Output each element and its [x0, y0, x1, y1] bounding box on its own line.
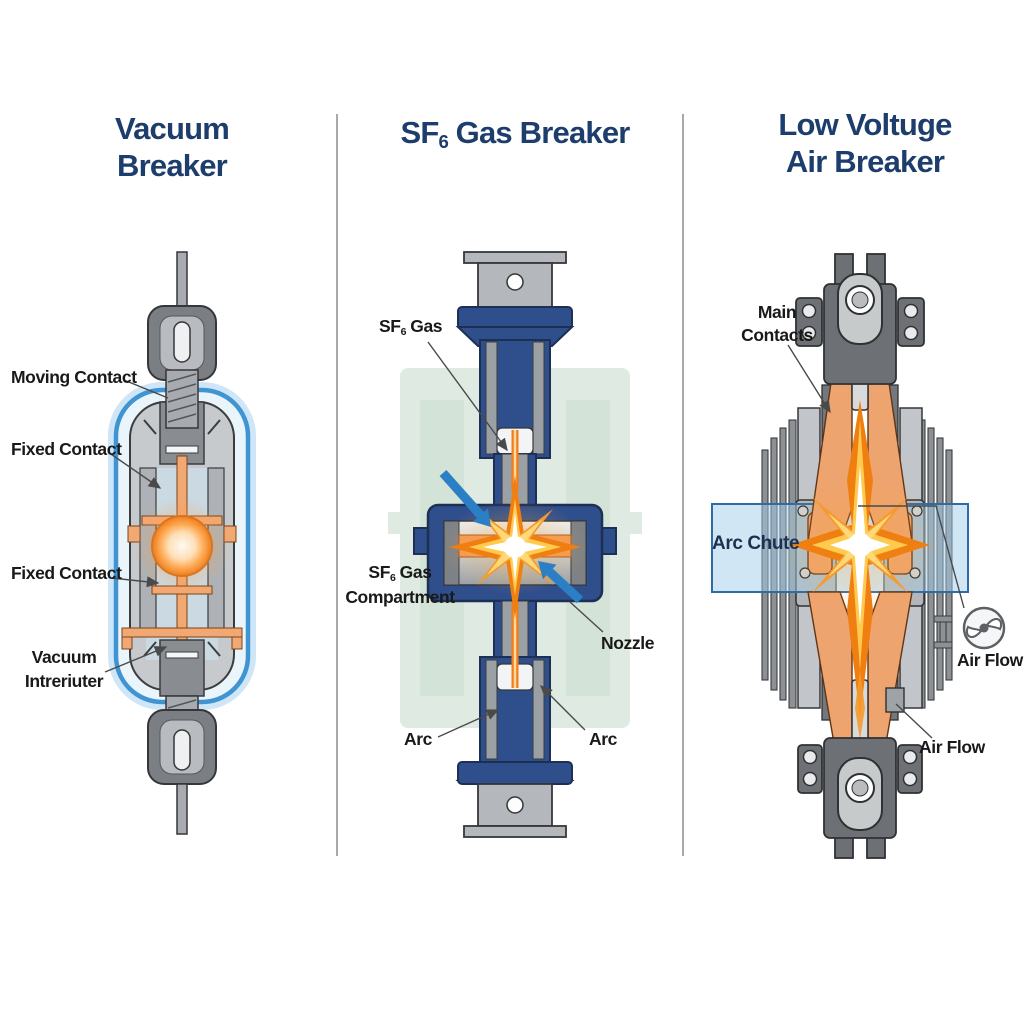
panel-title-vacuum-line1: Vacuum: [114, 111, 230, 146]
i-beam-icon: [933, 615, 953, 649]
label-sf6-compartment-subscript: 6: [389, 571, 396, 584]
label-sf6-gas-prefix: SF: [379, 316, 401, 336]
air-breaker-terminals: [795, 253, 925, 859]
vacuum-breaker-body: [108, 251, 256, 835]
panel-divider-left: [336, 114, 338, 856]
vacuum-leader-lines: [104, 379, 169, 673]
sf6-breaker-illustration: [388, 251, 642, 838]
label-arc-right: Arc: [589, 729, 617, 749]
panel-title-air-line2: Air Breaker: [785, 144, 945, 179]
label-vacuum-interrupter-line1: Vacuum: [31, 647, 97, 667]
panel-divider-right: [682, 114, 684, 856]
sf6-leader-lines: [427, 341, 604, 738]
air-arc-flash: [778, 400, 942, 740]
label-air-flow-top: Air Flow: [957, 650, 1023, 670]
label-sf6-compartment-line2: Compartment: [345, 587, 455, 607]
label-sf6-gas-suffix: Gas: [410, 316, 443, 336]
sf6-arc-flash: [443, 430, 587, 688]
fan-icon: [962, 606, 1006, 650]
label-sf6-compartment-suffix: Gas: [399, 562, 432, 582]
label-vacuum-interrupter-line2: Intreriuter: [24, 671, 104, 691]
label-vacuum-interrupter: Vacuum Intreriuter: [14, 645, 114, 693]
vacuum-breaker-illustration: [104, 251, 256, 835]
label-main-contacts-line1: Main: [757, 302, 797, 322]
label-fixed-contact-upper: Fixed Contact: [11, 439, 122, 459]
label-sf6-compartment-prefix: SF: [368, 562, 390, 582]
panel-title-sf6-prefix: SF: [400, 115, 439, 150]
label-nozzle: Nozzle: [601, 633, 655, 653]
panel-title-air: Low Voltuge Air Breaker: [715, 106, 1015, 180]
label-moving-contact: Moving Contact: [11, 367, 137, 387]
label-fixed-contact-lower: Fixed Contact: [11, 563, 122, 583]
panel-title-air-line1: Low Voltuge: [778, 107, 952, 142]
panel-title-sf6: SF6 Gas Breaker: [365, 114, 665, 155]
label-main-contacts: Main Contacts: [722, 301, 832, 347]
label-arc-left: Arc: [404, 729, 432, 749]
air-breaker-illustration: [711, 253, 1006, 859]
air-leader-lines: [787, 344, 965, 739]
panel-title-sf6-subscript: 6: [438, 130, 449, 152]
panel-title-sf6-suffix: Gas Breaker: [455, 115, 631, 150]
panel-title-vacuum: Vacuum Breaker: [42, 110, 302, 184]
label-air-flow-bottom: Air Flow: [919, 737, 985, 757]
label-arc-chute: Arc Chute: [712, 533, 800, 554]
label-sf6-gas-subscript: 6: [400, 325, 407, 338]
label-main-contacts-line2: Contacts: [741, 325, 813, 345]
panel-title-vacuum-line2: Breaker: [117, 148, 228, 183]
gas-flow-arrows: [439, 470, 584, 604]
